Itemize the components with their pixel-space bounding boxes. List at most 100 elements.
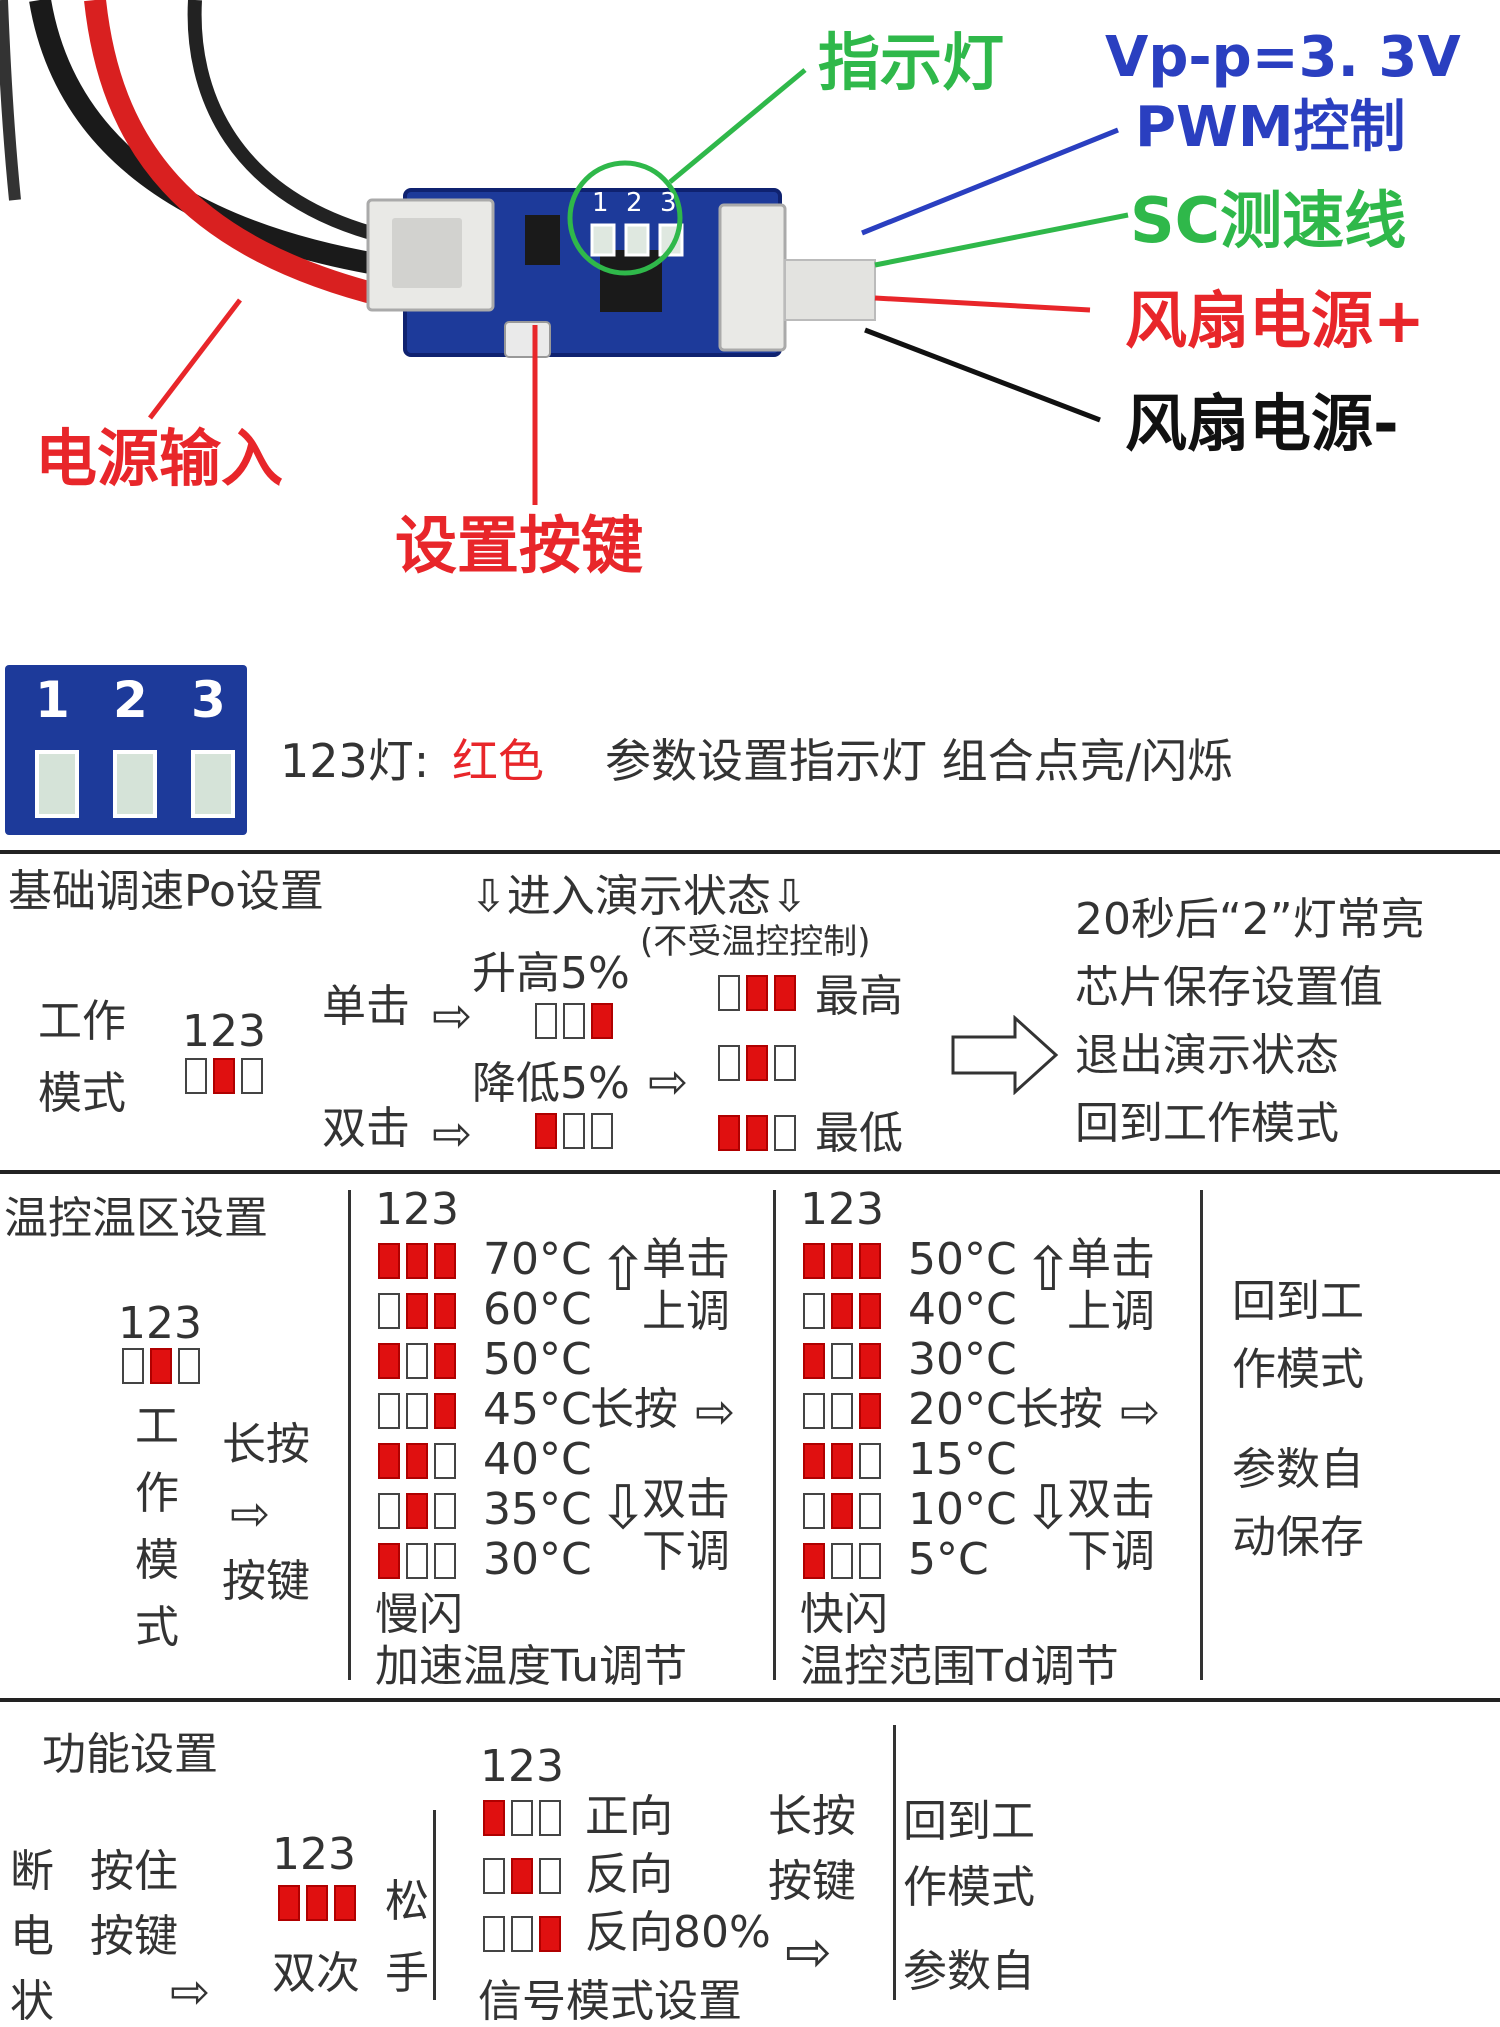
row-label: 50°C	[483, 1334, 592, 1385]
sec3-col-b-2: 按键	[90, 1911, 178, 1962]
tu-single: 单击	[642, 1234, 730, 1285]
sec1-leds-down	[535, 1113, 613, 1149]
led	[774, 975, 796, 1011]
led	[511, 1916, 533, 1952]
sec2-long-press: 长按	[222, 1419, 310, 1470]
led	[241, 1058, 263, 1094]
led	[483, 1916, 505, 1952]
callout-set-key: 设置按键	[395, 509, 644, 582]
led	[803, 1393, 825, 1429]
sec1-double-click: 双击	[322, 1103, 410, 1154]
sec1-up-5: 升高5%	[472, 948, 630, 999]
sec2-right1-line1: 回到工	[1232, 1276, 1364, 1327]
inset-num-1: 1	[35, 671, 70, 729]
led	[535, 1113, 557, 1149]
sec2-right1-line2: 作模式	[1232, 1344, 1364, 1395]
led	[803, 1343, 825, 1379]
led	[859, 1393, 881, 1429]
tu-down: 下调	[642, 1526, 730, 1577]
led	[406, 1443, 428, 1479]
led-group	[803, 1293, 881, 1329]
led	[378, 1393, 400, 1429]
sec2-vline-2	[773, 1190, 776, 1680]
sec3-vline-1	[433, 1810, 436, 2000]
board-led-num-1: 1	[592, 188, 609, 218]
row-label: 20°C	[908, 1384, 1017, 1435]
sec1-leds-mid	[718, 1045, 796, 1081]
led	[213, 1058, 235, 1094]
sec2-right2-line1: 参数自	[1232, 1444, 1364, 1495]
inset-num-2: 2	[113, 671, 148, 729]
sec3-nums-a: 123	[272, 1829, 356, 1880]
led	[434, 1343, 456, 1379]
led	[746, 1115, 768, 1151]
sec1-mode-line2: 模式	[38, 1068, 126, 1119]
led-group	[483, 1800, 561, 1836]
row-label: 反向80%	[585, 1907, 771, 1958]
led	[434, 1243, 456, 1279]
callout-sc-line: SC测速线	[1130, 184, 1407, 257]
sec3-right2: 参数自	[903, 1946, 1035, 1997]
divider-1	[0, 850, 1500, 854]
callout-fan-minus: 风扇电源-	[1125, 387, 1399, 460]
inset-num-3: 3	[191, 671, 226, 729]
down-arrow-icon: ⇩	[598, 1473, 649, 1543]
led-legend-color: 红色	[452, 734, 544, 788]
led	[591, 1003, 613, 1039]
row-label: 10°C	[908, 1484, 1017, 1535]
led	[803, 1543, 825, 1579]
led	[406, 1493, 428, 1529]
divider-3	[0, 1698, 1500, 1702]
led	[306, 1885, 328, 1921]
led	[150, 1348, 172, 1384]
sec2-title: 温控温区设置	[4, 1193, 268, 1244]
sec1-no-temp: (不受温控控制)	[640, 922, 871, 962]
led	[406, 1243, 428, 1279]
sec1-title: 基础调速Po设置	[8, 866, 324, 917]
callout-pwm: PWM控制	[1135, 95, 1406, 160]
td-blink: 快闪	[800, 1589, 888, 1640]
sec3-twice: 双次	[272, 1948, 360, 1999]
led	[539, 1800, 561, 1836]
sec2-leds-mode	[122, 1348, 200, 1384]
row-label: 40°C	[483, 1434, 592, 1485]
led	[483, 1858, 505, 1894]
td-up: 上调	[1067, 1286, 1155, 1337]
led	[859, 1293, 881, 1329]
led	[831, 1543, 853, 1579]
up-arrow-icon: ⇧	[598, 1235, 649, 1305]
sec1-leds-lowest	[718, 1115, 796, 1151]
arrow-right-icon: ⇨	[432, 1106, 473, 1162]
sec1-right-line4: 回到工作模式	[1075, 1098, 1339, 1149]
led-legend-prefix: 123灯:	[280, 734, 430, 788]
led	[378, 1343, 400, 1379]
sec2-mode-char-1: 工	[135, 1401, 179, 1452]
led-group	[378, 1393, 456, 1429]
big-arrow-right-icon	[951, 1015, 1059, 1095]
row-label: 70°C	[483, 1234, 592, 1285]
led	[434, 1393, 456, 1429]
sec1-right-line1: 20秒后“2”灯常亮	[1075, 894, 1425, 945]
row-label: 35°C	[483, 1484, 592, 1535]
arrow-right-icon: ⇨	[432, 988, 473, 1044]
led	[378, 1543, 400, 1579]
row-label: 60°C	[483, 1284, 592, 1335]
led-group	[803, 1343, 881, 1379]
sec3-long: 长按	[768, 1791, 856, 1842]
arrow-right-icon: ⇨	[1120, 1384, 1161, 1440]
row-label: 反向	[585, 1849, 673, 1900]
sec3-right1-line2: 作模式	[903, 1862, 1035, 1913]
led	[803, 1293, 825, 1329]
td-double: 双击	[1067, 1474, 1155, 1525]
led	[831, 1343, 853, 1379]
board-photo	[0, 0, 1129, 505]
sec2-nums: 123	[118, 1298, 202, 1349]
td-long: 长按	[1015, 1384, 1103, 1435]
led	[406, 1543, 428, 1579]
led-group	[803, 1393, 881, 1429]
led-group	[483, 1916, 561, 1952]
led	[511, 1800, 533, 1836]
callout-indicator: 指示灯	[818, 26, 1005, 99]
led	[774, 1045, 796, 1081]
sec1-leds-mode	[185, 1058, 263, 1094]
